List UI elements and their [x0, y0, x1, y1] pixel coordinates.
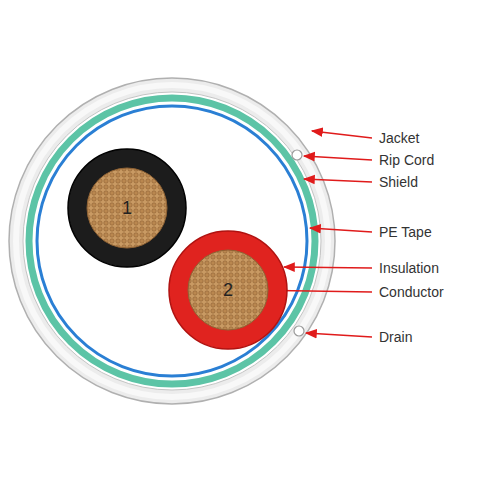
jacket-inner	[23, 92, 321, 390]
callout-number: 1	[122, 198, 132, 218]
leader-line	[304, 156, 372, 160]
callout-number: 2	[223, 280, 233, 300]
drain-wire	[294, 326, 304, 336]
insulation	[68, 149, 186, 267]
conductor-circle: 2	[168, 230, 288, 350]
leader-line	[312, 131, 372, 138]
part-name: Rip Cord	[378, 151, 435, 169]
leader-line	[310, 228, 372, 232]
leader-line	[304, 179, 372, 182]
insulation	[169, 231, 287, 349]
pe-tape	[37, 106, 307, 376]
conductor	[188, 250, 268, 330]
part-name: Shield	[378, 173, 419, 191]
jacket	[9, 78, 335, 404]
part-name: Conductor	[378, 283, 445, 301]
part-name: Insulation	[378, 259, 440, 277]
conductor	[87, 168, 167, 248]
shield	[29, 98, 315, 384]
jacket-highlight	[16, 85, 328, 397]
leader-line	[306, 333, 372, 337]
part-name: Jacket	[378, 129, 420, 147]
leader-line	[284, 267, 372, 268]
rip-cord	[292, 150, 302, 160]
part-name: Drain	[378, 328, 413, 346]
part-name: PE Tape	[378, 223, 433, 241]
conductor-circle: 1	[67, 148, 187, 268]
